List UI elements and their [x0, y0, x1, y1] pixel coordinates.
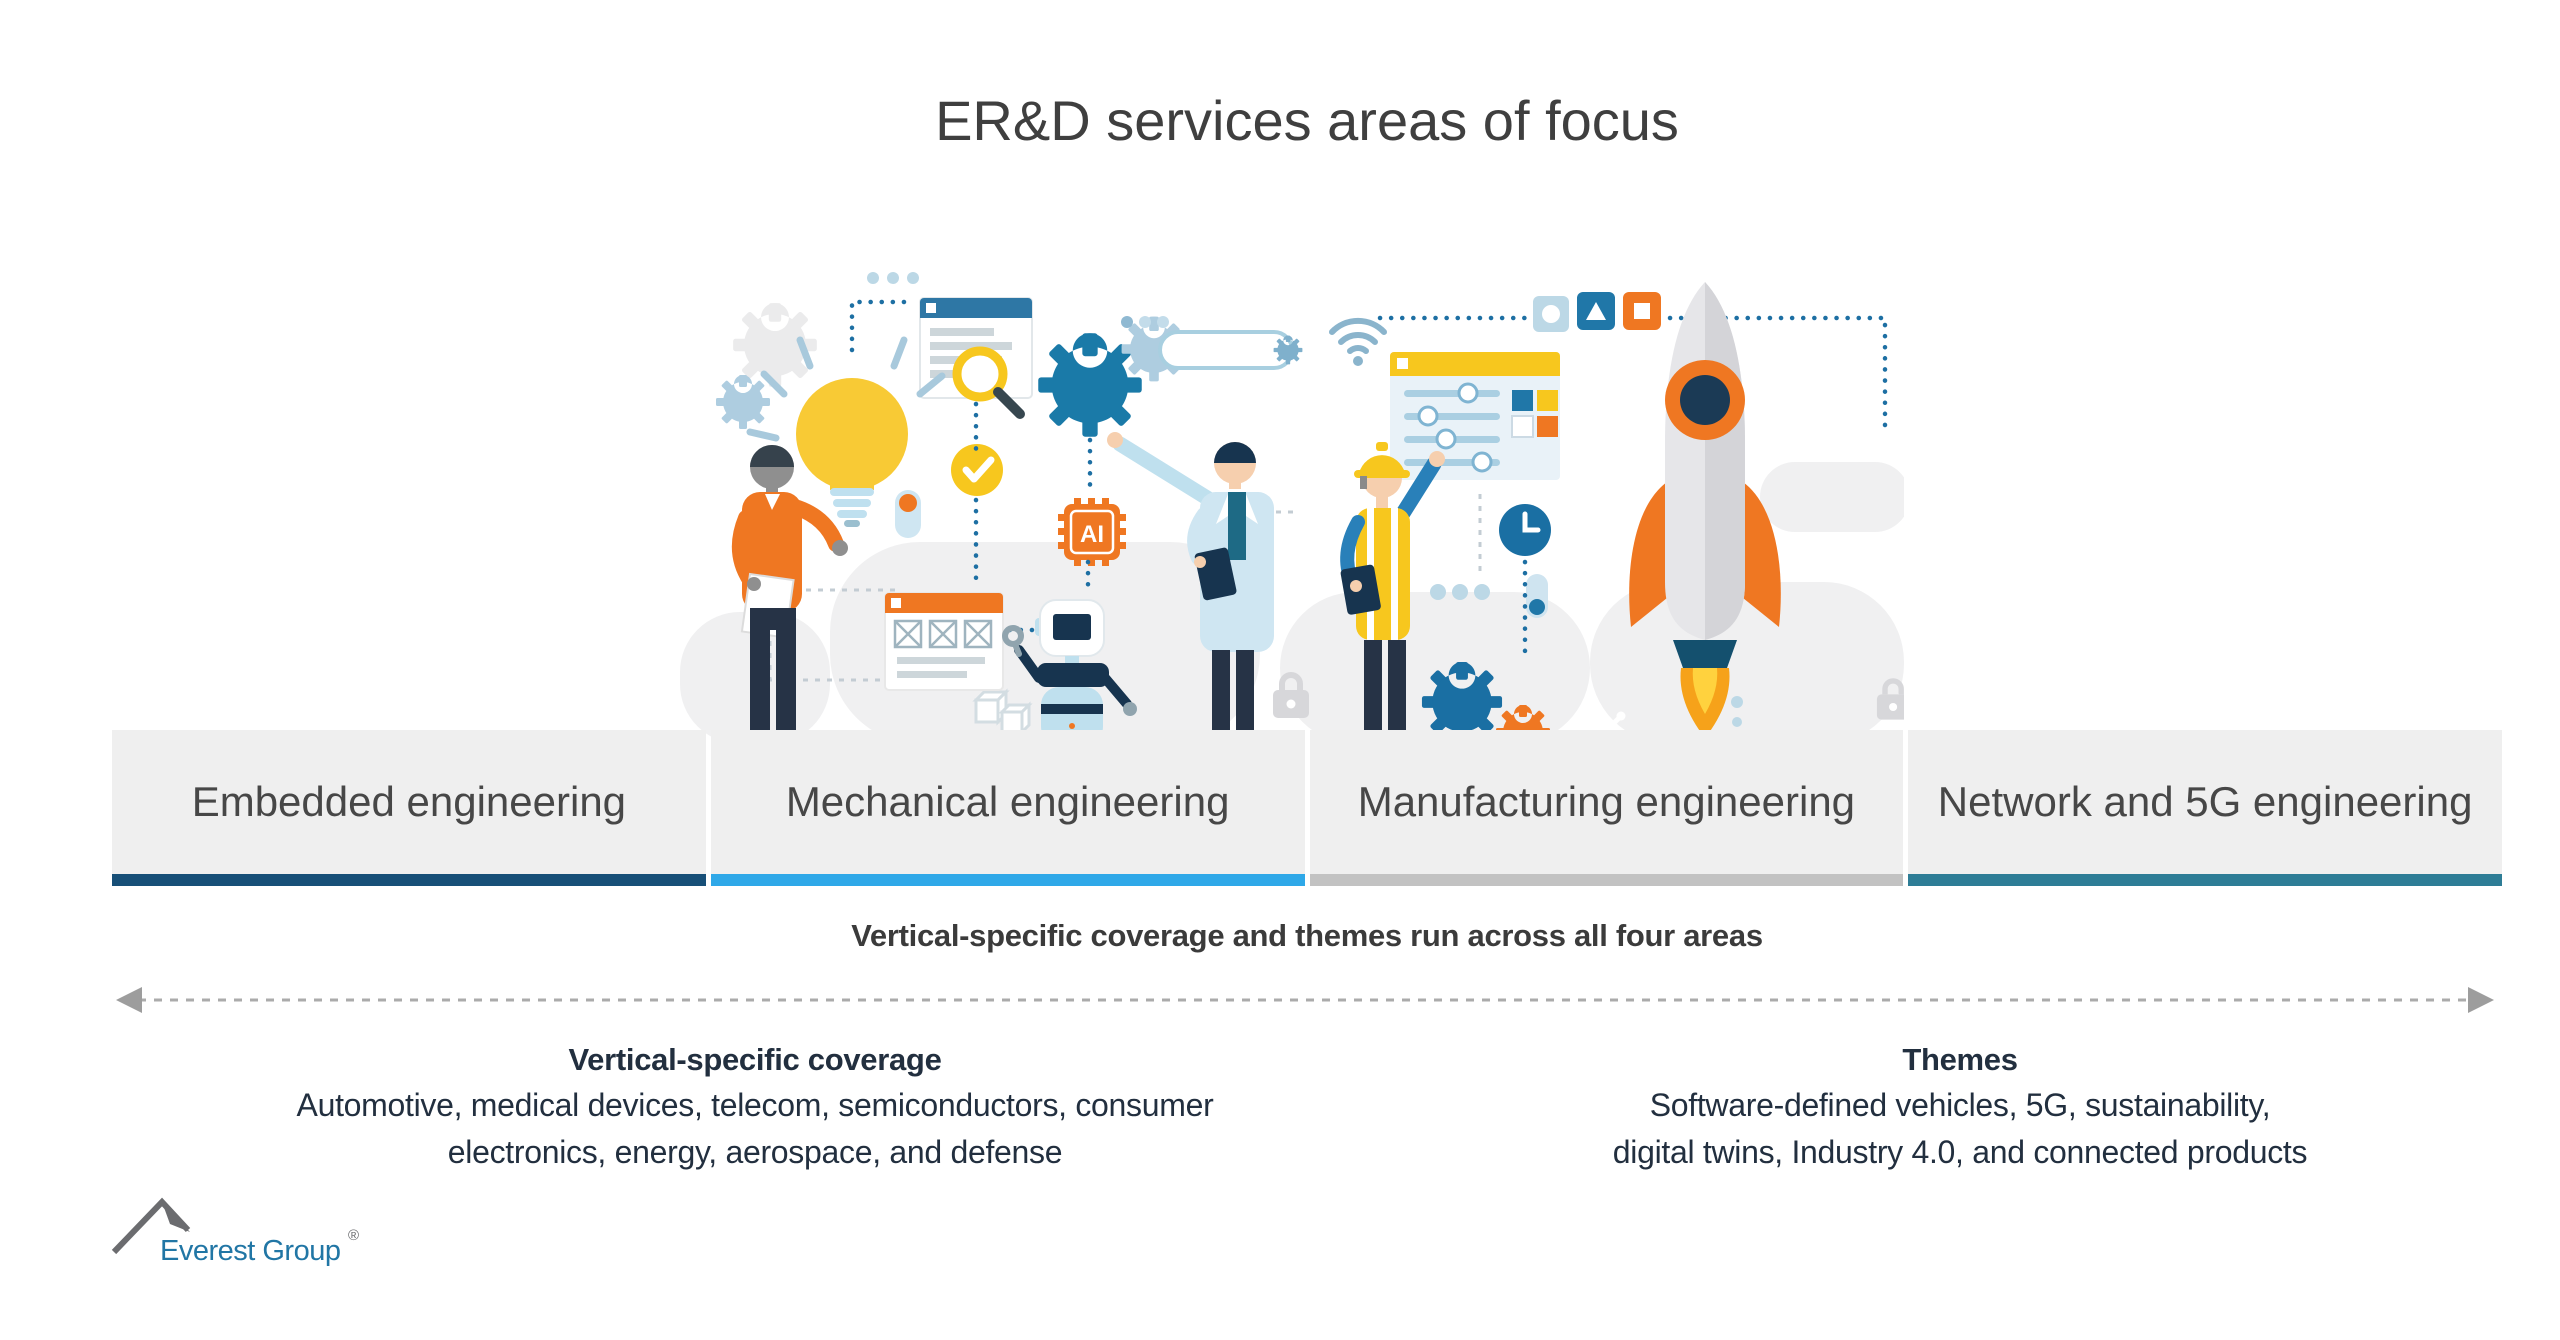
wifi-icon: [1329, 317, 1387, 366]
vertical-coverage-line: electronics, energy, aerospace, and defe…: [447, 1134, 1063, 1170]
search-pill-icon: [1121, 316, 1303, 370]
themes-column: Themes Software-defined vehicles, 5G, su…: [1410, 1038, 2510, 1176]
vertical-coverage-column: Vertical-specific coverage Automotive, m…: [205, 1038, 1305, 1176]
dots-icon: [867, 272, 1490, 600]
rocket-icon: [1629, 282, 1781, 744]
tab-mechanical-engineering: Mechanical engineering: [710, 730, 1305, 886]
themes-heading: Themes: [1902, 1042, 2018, 1077]
magnifier-icon: [952, 346, 1025, 419]
page-title: ER&D services areas of focus: [935, 89, 1679, 152]
vertical-coverage-line: Automotive, medical devices, telecom, se…: [296, 1087, 1214, 1123]
mountain-icon: [162, 1202, 190, 1232]
wireframe-window-icon: [884, 592, 1004, 691]
shape-badges-icon: [1533, 292, 1661, 332]
clock-icon: [1499, 504, 1551, 556]
dashboard-window-icon: [1390, 352, 1560, 480]
arrow-left-head: [116, 987, 142, 1013]
check-circle-icon: [951, 444, 1003, 496]
vertical-coverage-heading: Vertical-specific coverage: [568, 1042, 942, 1077]
span-arrow: [110, 978, 2500, 1022]
padlock-icon: [1273, 672, 1904, 720]
engineering-area-tabs: Embedded engineering Mechanical engineer…: [112, 730, 2502, 886]
toggle-icon: [895, 490, 1548, 618]
arrow-right-head: [2468, 987, 2494, 1013]
logo-wordmark: Everest Group: [160, 1235, 340, 1267]
cubes-icon: [972, 688, 1033, 736]
erd-illustration: AI: [680, 272, 1904, 746]
person-presenter: [731, 445, 848, 742]
tab-manufacturing-engineering: Manufacturing engineering: [1309, 730, 1904, 886]
ai-chip-label: AI: [1080, 521, 1104, 548]
tab-embedded-engineering: Embedded engineering: [112, 730, 706, 886]
tab-label: Network and 5G engineering: [1937, 778, 2473, 825]
tab-label: Embedded engineering: [191, 778, 627, 825]
lightbulb-icon: [746, 336, 946, 527]
everest-group-logo: Everest Group ®: [100, 1190, 400, 1280]
tab-label: Manufacturing engineering: [1357, 778, 1856, 825]
themes-line: Software-defined vehicles, 5G, sustainab…: [1649, 1087, 2271, 1123]
coverage-banner: Vertical-specific coverage and themes ru…: [851, 918, 1763, 953]
registered-mark: ®: [348, 1227, 359, 1244]
person-worker: [1340, 442, 1445, 744]
person-scientist: [1107, 432, 1274, 744]
tab-network-5g-engineering: Network and 5G engineering: [1908, 730, 2502, 886]
tab-label: Mechanical engineering: [785, 778, 1230, 825]
ai-chip-icon: AI: [1058, 498, 1126, 566]
themes-line: digital twins, Industry 4.0, and connect…: [1612, 1134, 2308, 1170]
